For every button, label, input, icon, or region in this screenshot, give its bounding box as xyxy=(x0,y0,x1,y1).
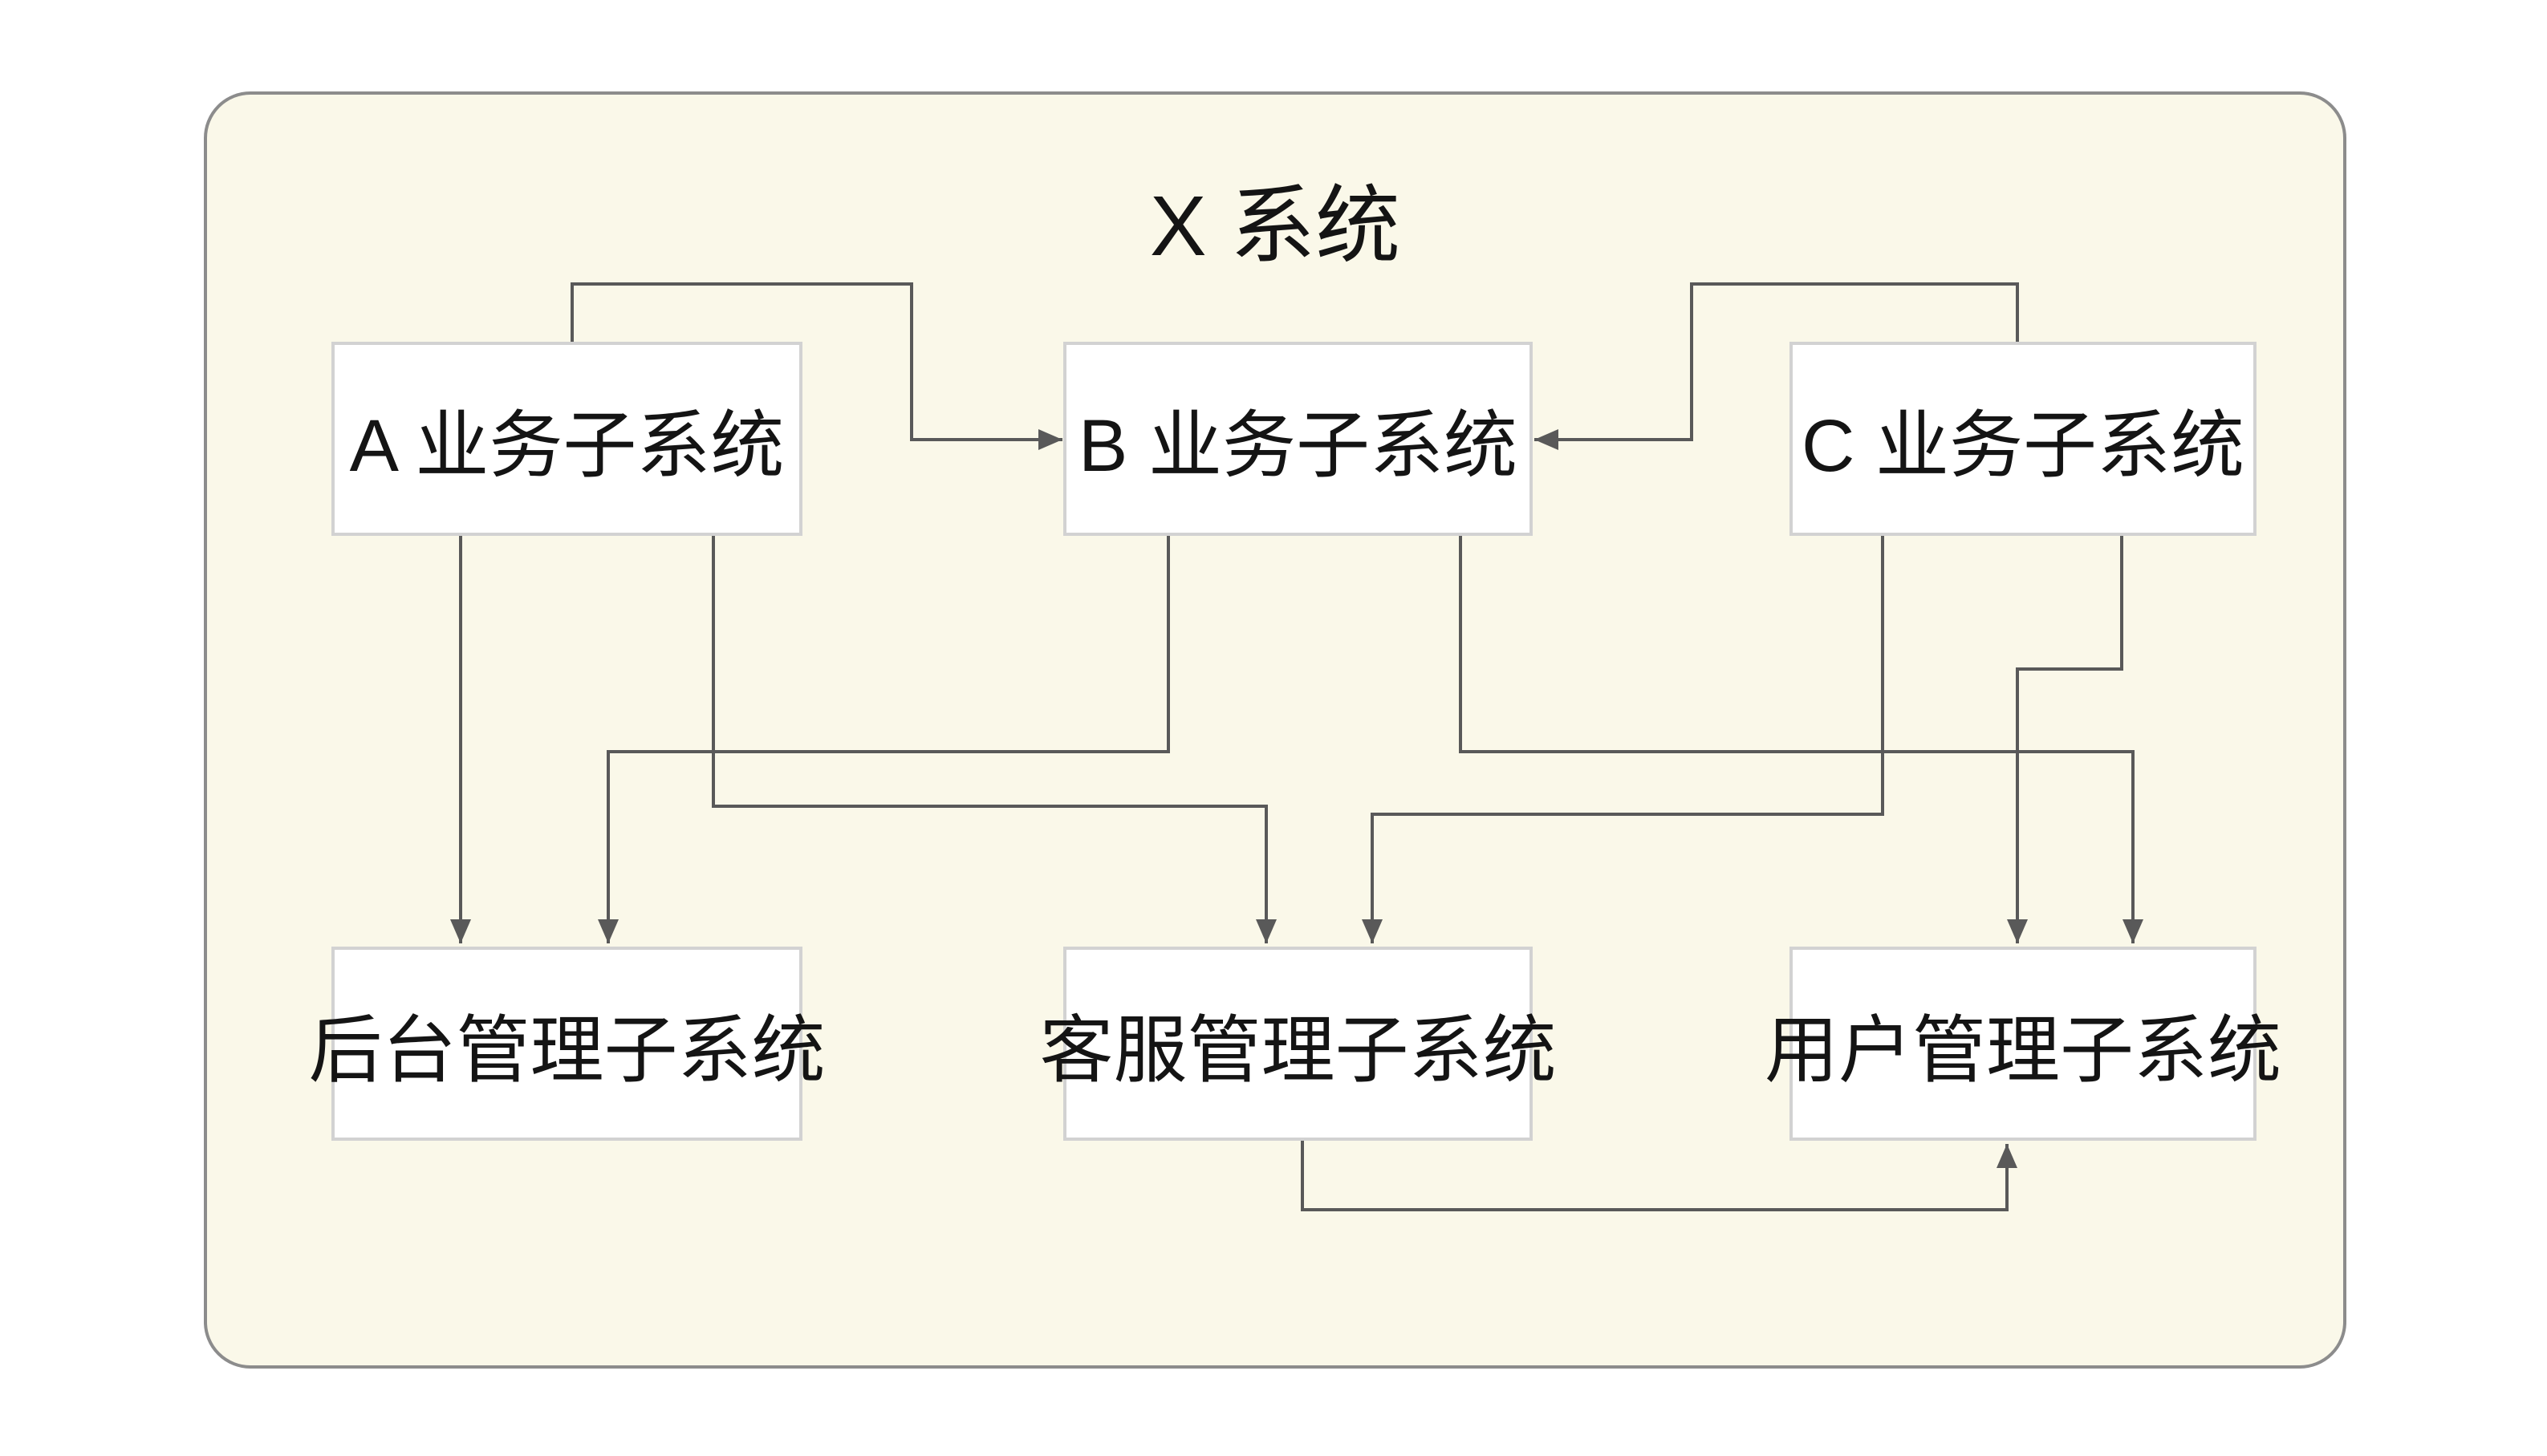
node-B: B 业务子系统 xyxy=(1063,342,1533,536)
node-label: 用户管理子系统 xyxy=(1765,1009,2282,1092)
node-A: A 业务子系统 xyxy=(331,342,802,536)
node-label: B 业务子系统 xyxy=(1079,404,1517,487)
node-user: 用户管理子系统 xyxy=(1765,947,2281,1141)
node-label: 后台管理子系统 xyxy=(308,1009,826,1092)
node-C: C 业务子系统 xyxy=(1789,342,2257,536)
node-backend: 后台管理子系统 xyxy=(309,947,826,1141)
node-label: A 业务子系统 xyxy=(349,404,785,487)
diagram-title: X 系统 xyxy=(1149,179,1401,274)
system-container xyxy=(204,91,2346,1369)
node-service: 客服管理子系统 xyxy=(1040,947,1557,1141)
node-label: C 业务子系统 xyxy=(1801,404,2244,487)
node-label: 客服管理子系统 xyxy=(1039,1009,1557,1092)
